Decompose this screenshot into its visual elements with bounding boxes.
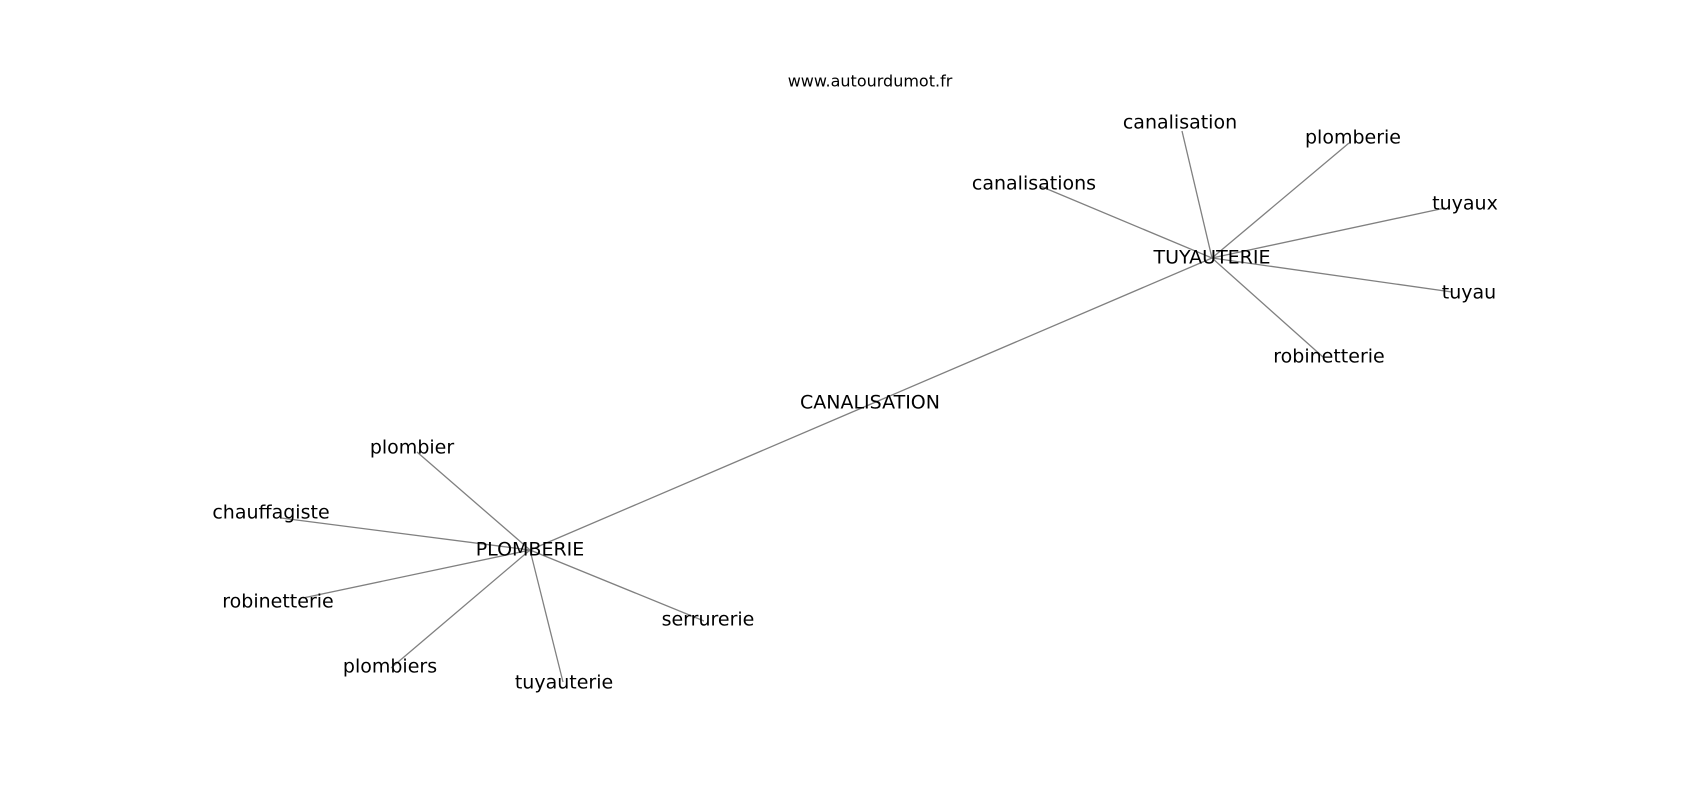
node-t-canalisations: canalisations bbox=[972, 173, 1096, 195]
edge-tuyauterie-hub-t-tuyaux bbox=[1211, 207, 1446, 259]
edge-plomberie-hub-tuyauterie-hub bbox=[529, 257, 1213, 551]
edge-plomberie-hub-p-plombiers bbox=[390, 549, 531, 669]
node-p-chauffagiste: chauffagiste bbox=[212, 502, 329, 524]
node-p-plombiers: plombiers bbox=[343, 656, 437, 678]
edges-layer bbox=[280, 130, 1453, 683]
node-tuyauterie-hub: TUYAUTERIE bbox=[1153, 247, 1271, 269]
nodes-layer: CANALISATION TUYAUTERIE PLOMBERIE canalisat… bbox=[212, 112, 1497, 694]
edge-tuyauterie-hub-t-plomberie bbox=[1211, 142, 1350, 259]
edge-plomberie-hub-p-chauffagiste bbox=[280, 517, 531, 551]
node-plomberie-hub: PLOMBERIE bbox=[476, 539, 585, 561]
edge-tuyauterie-hub-t-canalisations bbox=[1039, 185, 1213, 259]
node-p-tuyauterie: tuyauterie bbox=[515, 672, 613, 694]
node-t-canalisation: canalisation bbox=[1123, 112, 1237, 134]
edge-plomberie-hub-p-plombier bbox=[416, 451, 531, 551]
node-canalisation-center: CANALISATION bbox=[800, 392, 940, 414]
node-p-plombier: plombier bbox=[370, 437, 455, 459]
node-p-robinetterie: robinetterie bbox=[222, 591, 333, 613]
edge-plomberie-hub-p-serrurerie bbox=[529, 549, 705, 622]
node-p-serrurerie: serrurerie bbox=[662, 609, 755, 631]
node-t-plomberie: plomberie bbox=[1305, 127, 1401, 149]
edge-plomberie-hub-p-tuyauterie bbox=[529, 549, 564, 683]
node-t-tuyau: tuyau bbox=[1442, 282, 1496, 304]
edge-tuyauterie-hub-t-canalisation bbox=[1181, 130, 1213, 259]
node-t-tuyaux: tuyaux bbox=[1432, 193, 1498, 215]
edge-tuyauterie-hub-t-robinetterie bbox=[1211, 257, 1324, 358]
source-label: www.autourdumot.fr bbox=[788, 72, 953, 91]
edge-plomberie-hub-p-robinetterie bbox=[302, 549, 531, 599]
edge-tuyauterie-hub-t-tuyau bbox=[1211, 257, 1453, 293]
node-t-robinetterie: robinetterie bbox=[1273, 346, 1384, 368]
